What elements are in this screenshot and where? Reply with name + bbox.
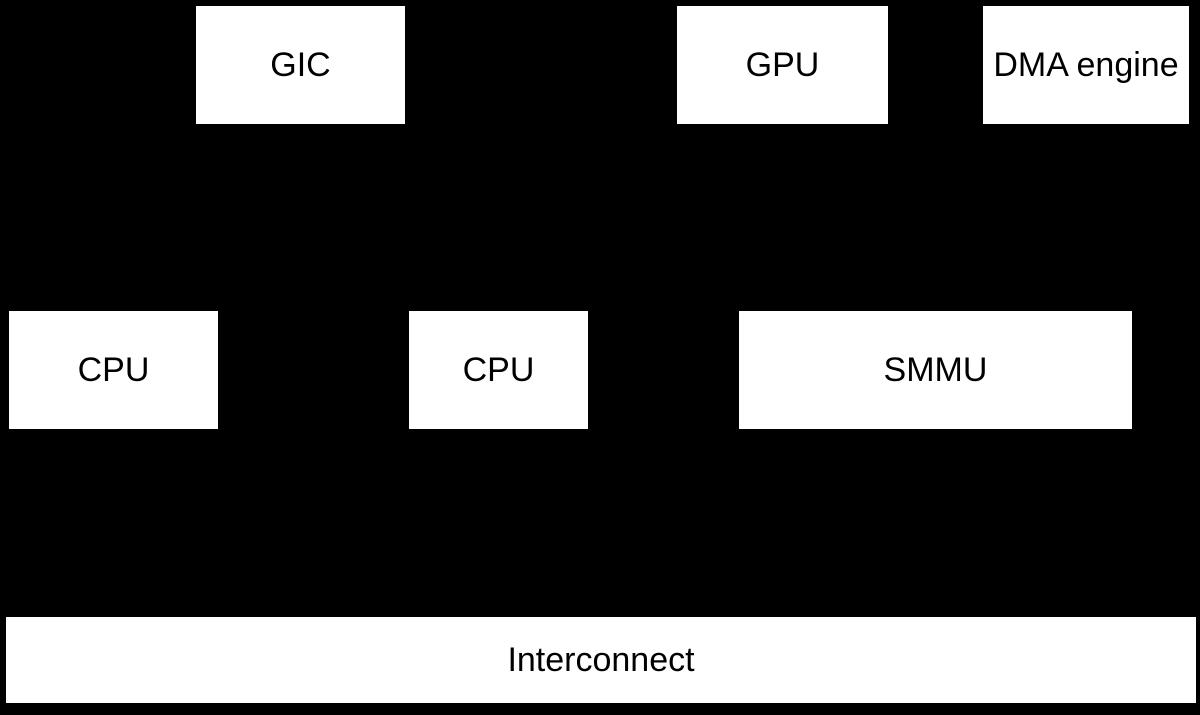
cpu-block-2: CPU bbox=[407, 309, 590, 431]
smmu-block: SMMU bbox=[737, 309, 1134, 431]
cpu-label-2: CPU bbox=[462, 351, 535, 389]
gpu-block: GPU bbox=[675, 4, 890, 126]
smmu-label: SMMU bbox=[883, 351, 988, 389]
cpu-block-1: CPU bbox=[7, 309, 220, 431]
dma-engine-block: DMA engine bbox=[981, 4, 1191, 126]
interconnect-label: Interconnect bbox=[507, 641, 695, 679]
cpu-2-connector-gap bbox=[496, 305, 500, 311]
gic-label: GIC bbox=[270, 46, 331, 84]
gic-block: GIC bbox=[194, 4, 407, 126]
gpu-label: GPU bbox=[745, 46, 820, 84]
smmu-connector-gap bbox=[779, 305, 783, 311]
dma-engine-label: DMA engine bbox=[993, 46, 1179, 84]
cpu-1-connector-gap bbox=[113, 305, 117, 311]
interconnect-block: Interconnect bbox=[4, 615, 1198, 705]
cpu-label-1: CPU bbox=[77, 351, 150, 389]
